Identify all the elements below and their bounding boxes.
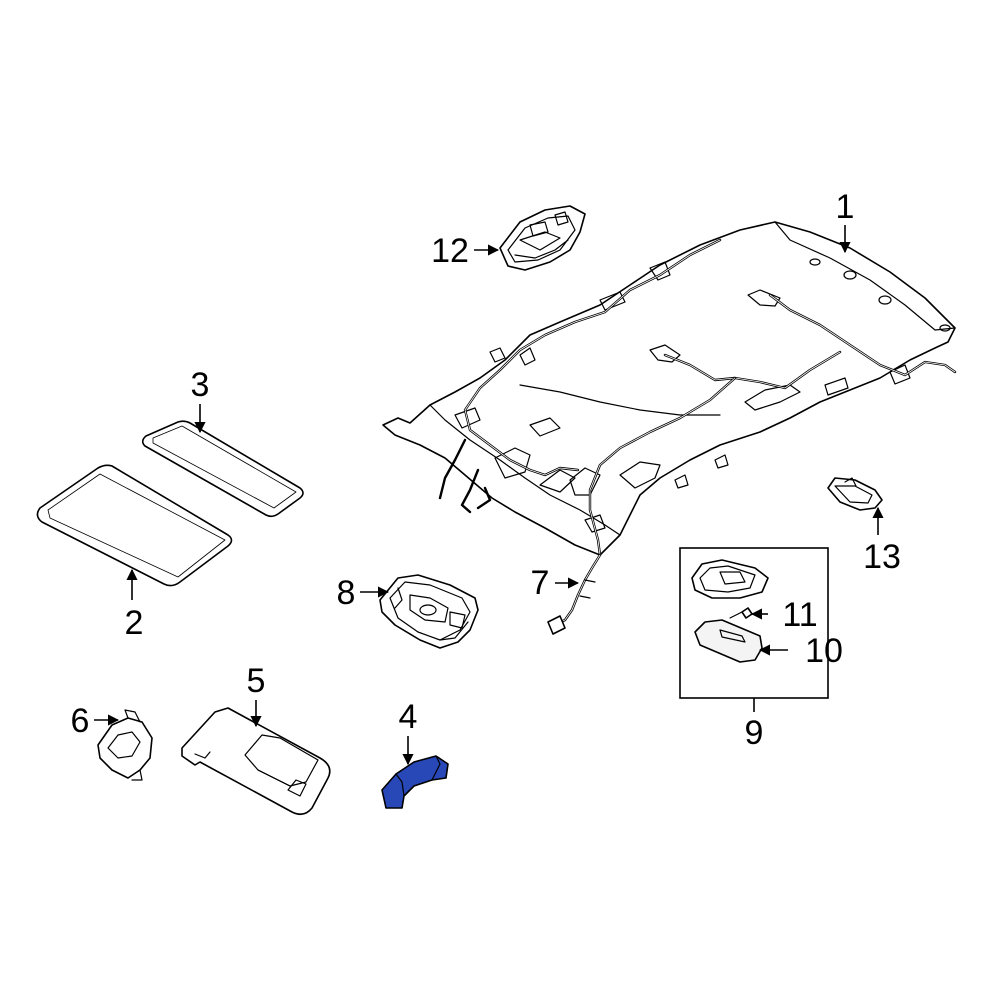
callout-7: 7	[531, 564, 550, 602]
overhead-console[interactable]	[379, 574, 479, 649]
sunroof-panel-small[interactable]	[141, 420, 304, 518]
callout-4: 4	[399, 698, 418, 736]
map-lamp-right[interactable]	[827, 477, 883, 511]
headliner-harness-wires	[438, 238, 957, 557]
grab-handle[interactable]	[381, 755, 449, 809]
callout-11-group: 11	[750, 596, 818, 634]
dome-lamp-top[interactable]	[499, 205, 586, 271]
callout-11: 11	[782, 596, 817, 634]
callout-4-group: 4	[399, 698, 418, 766]
callout-8: 8	[337, 574, 356, 612]
callout-12: 12	[431, 232, 469, 270]
callout-13-group: 13	[863, 506, 901, 576]
callout-13: 13	[863, 538, 901, 576]
callout-1-group: 1	[836, 188, 855, 254]
callout-6: 6	[71, 702, 90, 740]
callout-2-group: 2	[125, 568, 144, 642]
callout-9: 9	[745, 714, 764, 752]
callout-7-group: 7	[531, 564, 580, 602]
callout-3: 3	[191, 366, 210, 404]
callout-5: 5	[247, 662, 266, 700]
lamp-bulb-part[interactable]	[729, 607, 753, 619]
callout-5-group: 5	[247, 662, 266, 728]
headliner-part[interactable]	[382, 221, 956, 556]
callout-2: 2	[125, 604, 144, 642]
callout-12-group: 12	[431, 232, 500, 270]
callout-1: 1	[836, 188, 855, 226]
callout-10: 10	[805, 632, 843, 670]
lamp-lens-part[interactable]	[694, 619, 763, 663]
roof-wiring-harness[interactable]	[547, 553, 602, 635]
sunroof-panel-large[interactable]	[36, 464, 233, 587]
sun-visor-holder[interactable]	[97, 709, 153, 781]
sun-visor[interactable]	[181, 707, 331, 816]
callout-8-group: 8	[337, 574, 390, 612]
callout-3-group: 3	[191, 366, 210, 434]
lamp-assembly[interactable]	[691, 559, 769, 599]
callout-10-group: 10	[758, 632, 843, 670]
callout-6-group: 6	[71, 702, 120, 740]
callout-9-group: 9	[745, 698, 764, 752]
